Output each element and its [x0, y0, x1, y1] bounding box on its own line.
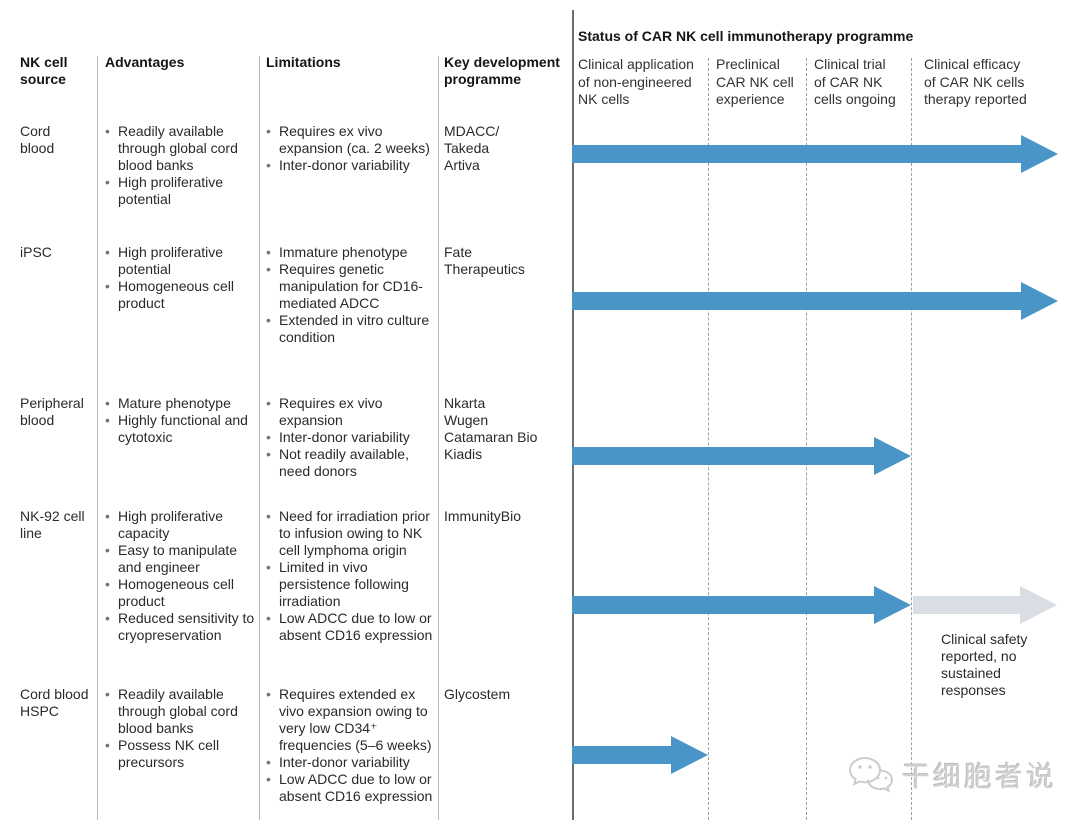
advantage-item: Readily available through global cord bl…	[105, 686, 257, 737]
limitation-item: Inter-donor variability	[266, 754, 436, 771]
row-source-cord-blood-hspc: Cord blood HSPC	[20, 686, 89, 719]
header-nk-cell-source: NK cell source	[20, 54, 68, 87]
row-limitations: Need for irradiation prior to infusion o…	[266, 508, 436, 644]
advantage-item: Homogeneous cell product	[105, 278, 257, 312]
progress-arrow-cord-blood	[572, 135, 1058, 173]
limitation-item: Immature phenotype	[266, 244, 436, 261]
progress-arrow-ipsc	[572, 282, 1058, 320]
limitation-item: Requires extended ex vivo expansion owin…	[266, 686, 436, 754]
row-programme: Glycostem	[444, 686, 511, 702]
advantage-item: Homogeneous cell product	[105, 576, 257, 610]
status-header-clinical-trial: Clinical trial of CAR NK cells ongoing	[814, 56, 896, 107]
row-programme: ImmunityBio	[444, 508, 522, 524]
advantage-item: Highly functional and cytotoxic	[105, 412, 257, 446]
row-source-cord-blood: Cord blood	[20, 123, 55, 156]
limitation-item: Low ADCC due to low or absent CD16 expre…	[266, 771, 436, 805]
status-header-clinical-efficacy: Clinical efficacy of CAR NK cells therap…	[924, 56, 1027, 107]
status-section-divider	[572, 10, 574, 820]
advantage-item: High proliferative potential	[105, 244, 257, 278]
progress-arrow-cord-blood-hspc	[572, 736, 708, 774]
row-source-peripheral-blood: Peripheral blood	[20, 395, 84, 428]
advantage-item: Readily available through global cord bl…	[105, 123, 257, 174]
limitation-item: Low ADCC due to low or absent CD16 expre…	[266, 610, 436, 644]
row-limitations: Requires ex vivo expansion Inter-donor v…	[266, 395, 436, 480]
status-stage-divider	[911, 58, 912, 820]
limitation-item: Requires genetic manipulation for CD16-m…	[266, 261, 436, 312]
limitation-item: Extended in vitro culture condition	[266, 312, 436, 346]
header-limitations: Limitations	[266, 54, 341, 70]
row-advantages: Readily available through global cord bl…	[105, 686, 257, 771]
column-separator	[438, 56, 439, 820]
advantage-item: Easy to manipulate and engineer	[105, 542, 257, 576]
row-advantages: High proliferative potential Homogeneous…	[105, 244, 257, 312]
row-limitations: Requires extended ex vivo expansion owin…	[266, 686, 436, 805]
limitation-item: Inter-donor variability	[266, 157, 436, 174]
status-header-clinical-application: Clinical application of non-engineered N…	[578, 56, 694, 107]
row-programme: Nkarta Wugen Catamaran Bio Kiadis	[444, 395, 538, 462]
row-advantages: Readily available through global cord bl…	[105, 123, 257, 208]
advantage-item: Mature phenotype	[105, 395, 257, 412]
row-advantages: Mature phenotype Highly functional and c…	[105, 395, 257, 446]
header-advantages: Advantages	[105, 54, 185, 70]
progress-arrow-peripheral-blood	[572, 437, 911, 475]
limitation-item: Need for irradiation prior to infusion o…	[266, 508, 436, 559]
row-limitations: Requires ex vivo expansion (ca. 2 weeks)…	[266, 123, 436, 174]
status-header-preclinical: Preclinical CAR NK cell experience	[716, 56, 794, 107]
limitation-item: Not readily available, need donors	[266, 446, 436, 480]
row-advantages: High proliferative capacity Easy to mani…	[105, 508, 257, 644]
column-separator	[259, 56, 260, 820]
limitation-item: Inter-donor variability	[266, 429, 436, 446]
status-stage-divider	[708, 58, 709, 820]
progress-arrow-nk92-grey	[913, 586, 1057, 624]
limitation-item: Requires ex vivo expansion (ca. 2 weeks)	[266, 123, 436, 157]
row-limitations: Immature phenotype Requires genetic mani…	[266, 244, 436, 346]
row-source-ipsc: iPSC	[20, 244, 52, 260]
advantage-item: High proliferative capacity	[105, 508, 257, 542]
column-separator	[97, 56, 98, 820]
status-section-title: Status of CAR NK cell immunotherapy prog…	[578, 28, 914, 44]
header-key-development-programme: Key development programme	[444, 54, 560, 87]
advantage-item: Possess NK cell precursors	[105, 737, 257, 771]
limitation-item: Limited in vivo persistence following ir…	[266, 559, 436, 610]
watermark: 干细胞者说	[848, 755, 1057, 797]
advantage-item: High proliferative potential	[105, 174, 257, 208]
row-programme: MDACC/ Takeda Artiva	[444, 123, 500, 173]
watermark-text: 干细胞者说	[902, 760, 1058, 792]
status-stage-divider	[806, 58, 807, 820]
row-programme: Fate Therapeutics	[444, 244, 525, 277]
row-source-nk92-cell-line: NK-92 cell line	[20, 508, 85, 541]
advantage-item: Reduced sensitivity to cryopreservation	[105, 610, 257, 644]
limitation-item: Requires ex vivo expansion	[266, 395, 436, 429]
wechat-icon	[848, 755, 894, 797]
nk92-safety-annotation: Clinical safety reported, no sustained r…	[941, 631, 1028, 698]
progress-arrow-nk92-blue	[572, 586, 911, 624]
